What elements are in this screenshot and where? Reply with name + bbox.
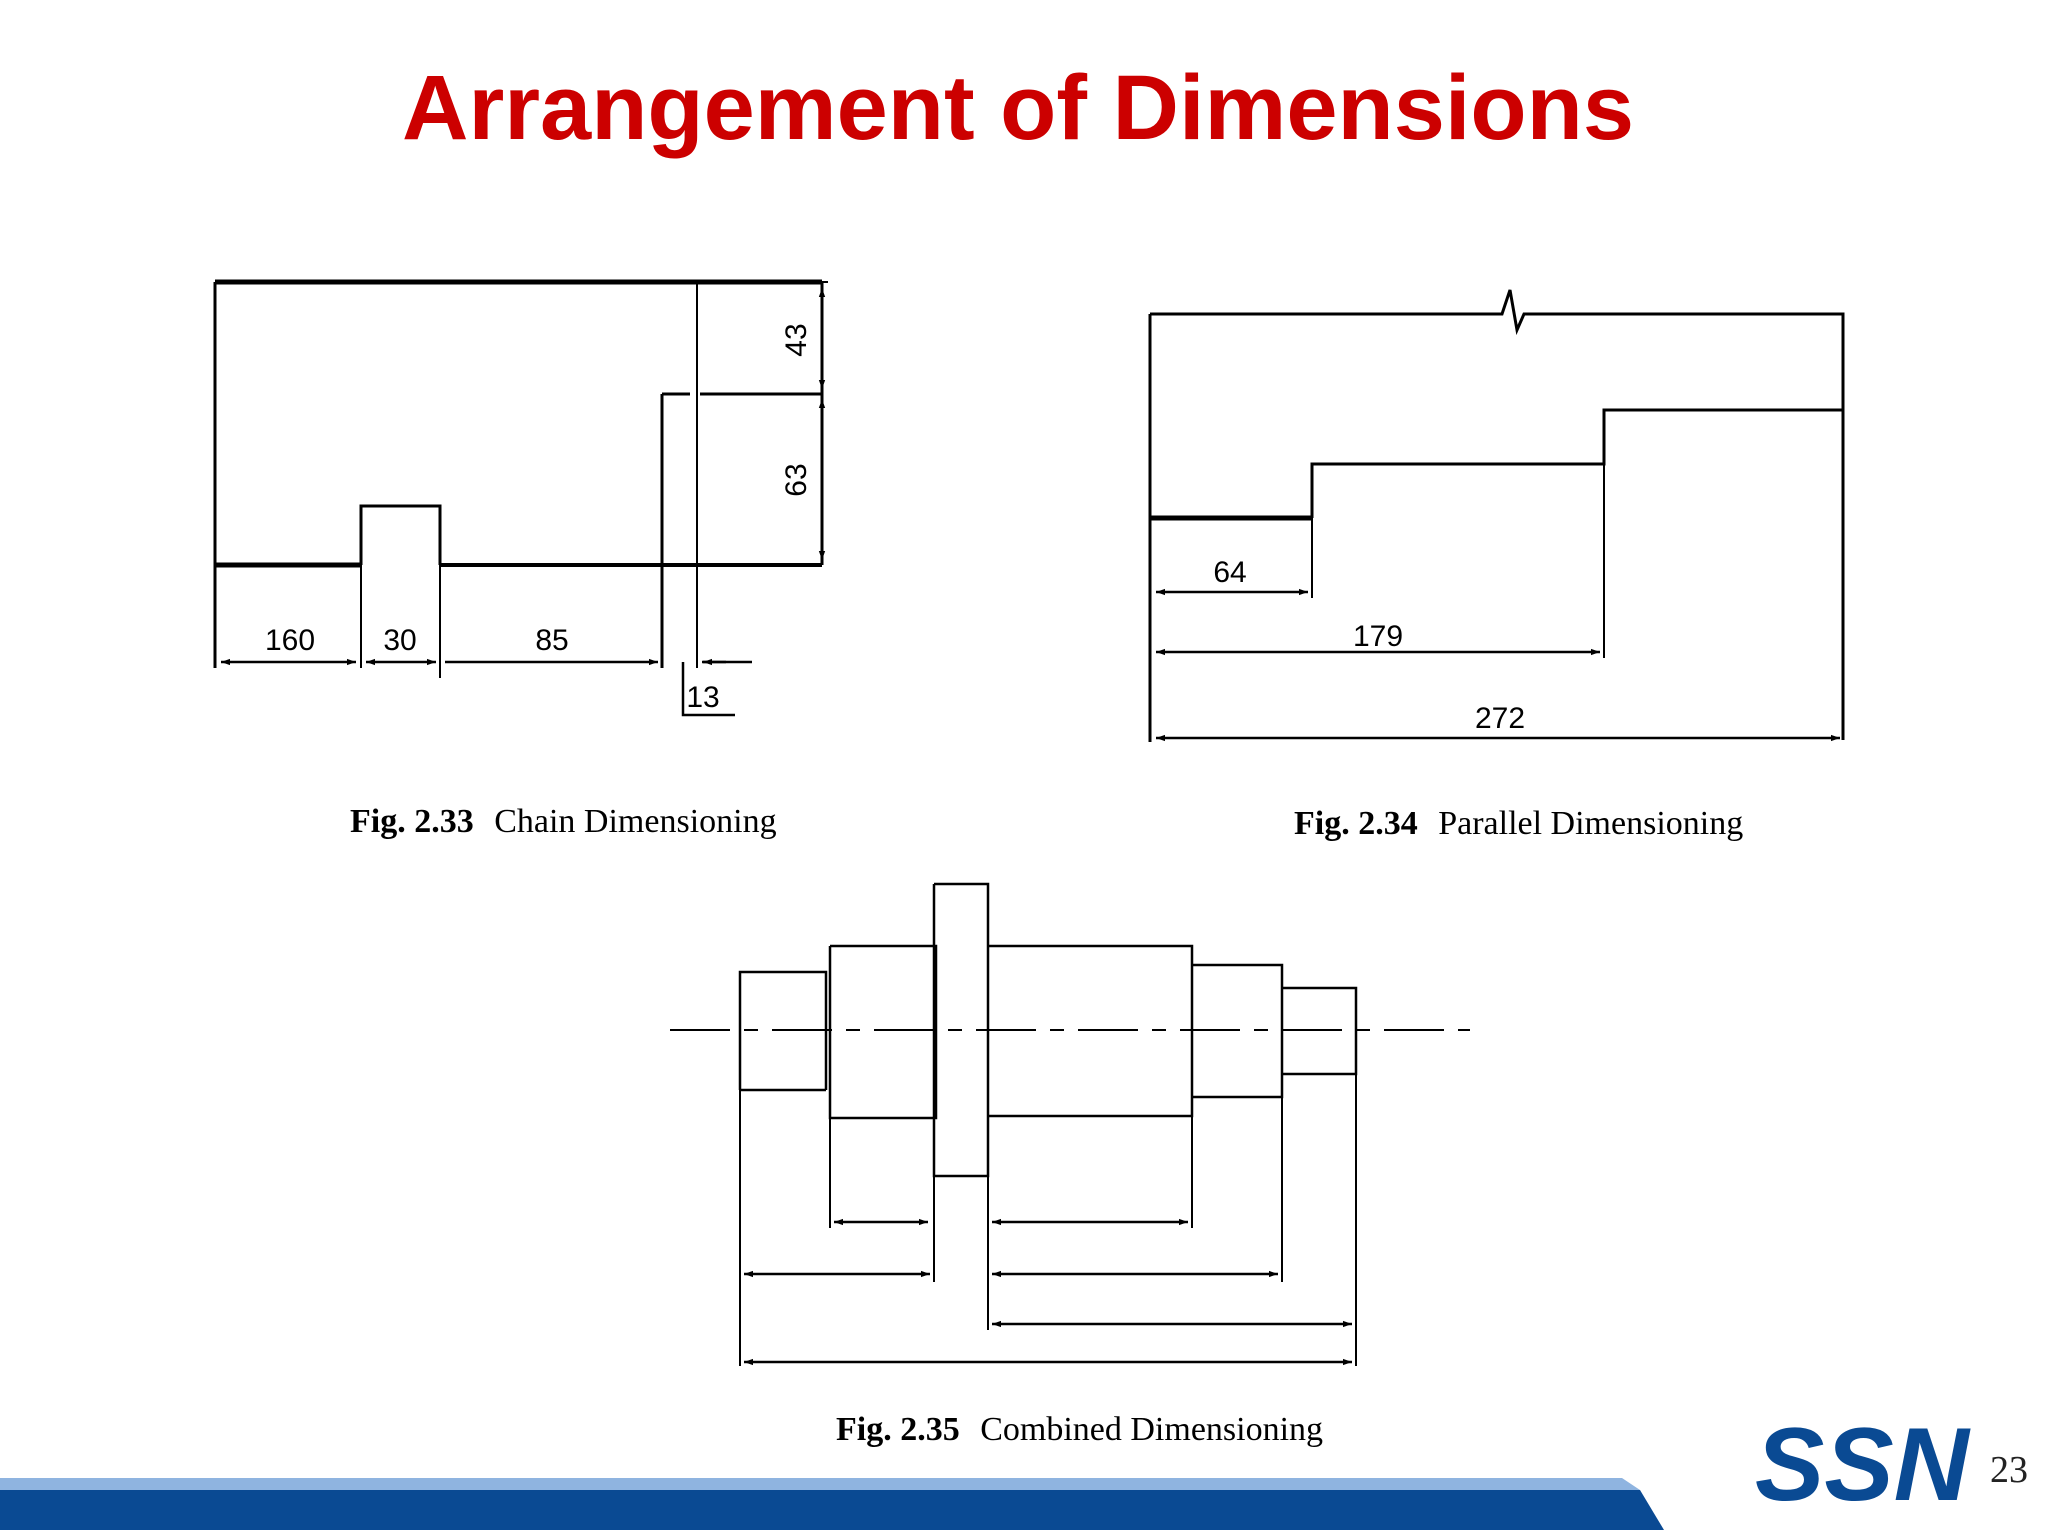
chain-dimension-lines [221,288,826,717]
parallel-dimensioning-figure: 64 179 272 Fig. 2.34 Parallel Dimensioni… [1148,289,1845,842]
chain-dimension-values: 160 30 85 13 43 63 [265,323,813,714]
dim-179: 179 [1353,620,1403,653]
chain-dimensioning-figure: 160 30 85 13 43 63 Fig. 2.33 Chain Dimen… [213,279,828,840]
combined-dimension-lines [744,1218,1352,1366]
chain-part-outline [213,279,828,678]
dim-13: 13 [686,681,719,714]
parallel-part-outline [1148,289,1845,742]
caption-fig-2-35: Fig. 2.35 Combined Dimensioning [836,1411,1323,1448]
slide-title: Arrangement of Dimensions [402,57,1634,159]
dim-64: 64 [1213,556,1246,589]
footer-band [0,1478,1664,1530]
dim-272: 272 [1475,702,1525,735]
combined-dimensioning-figure: Fig. 2.35 Combined Dimensioning [670,882,1470,1448]
caption-fig-2-33: Fig. 2.33 Chain Dimensioning [350,803,777,840]
dim-160: 160 [265,624,315,657]
caption-fig-2-34: Fig. 2.34 Parallel Dimensioning [1294,805,1743,842]
ssn-logo-text: SSN [1755,1407,1971,1523]
dim-85: 85 [535,624,568,657]
dim-63: 63 [780,463,813,496]
combined-extension-lines [739,1074,1357,1366]
dim-30: 30 [383,624,416,657]
page-number: 23 [1990,1449,2028,1491]
parallel-dimension-lines [1156,588,1840,742]
dim-43: 43 [780,323,813,356]
ssn-logo: SSN [1755,1407,1971,1523]
parallel-dimension-values: 64 179 272 [1213,556,1525,735]
